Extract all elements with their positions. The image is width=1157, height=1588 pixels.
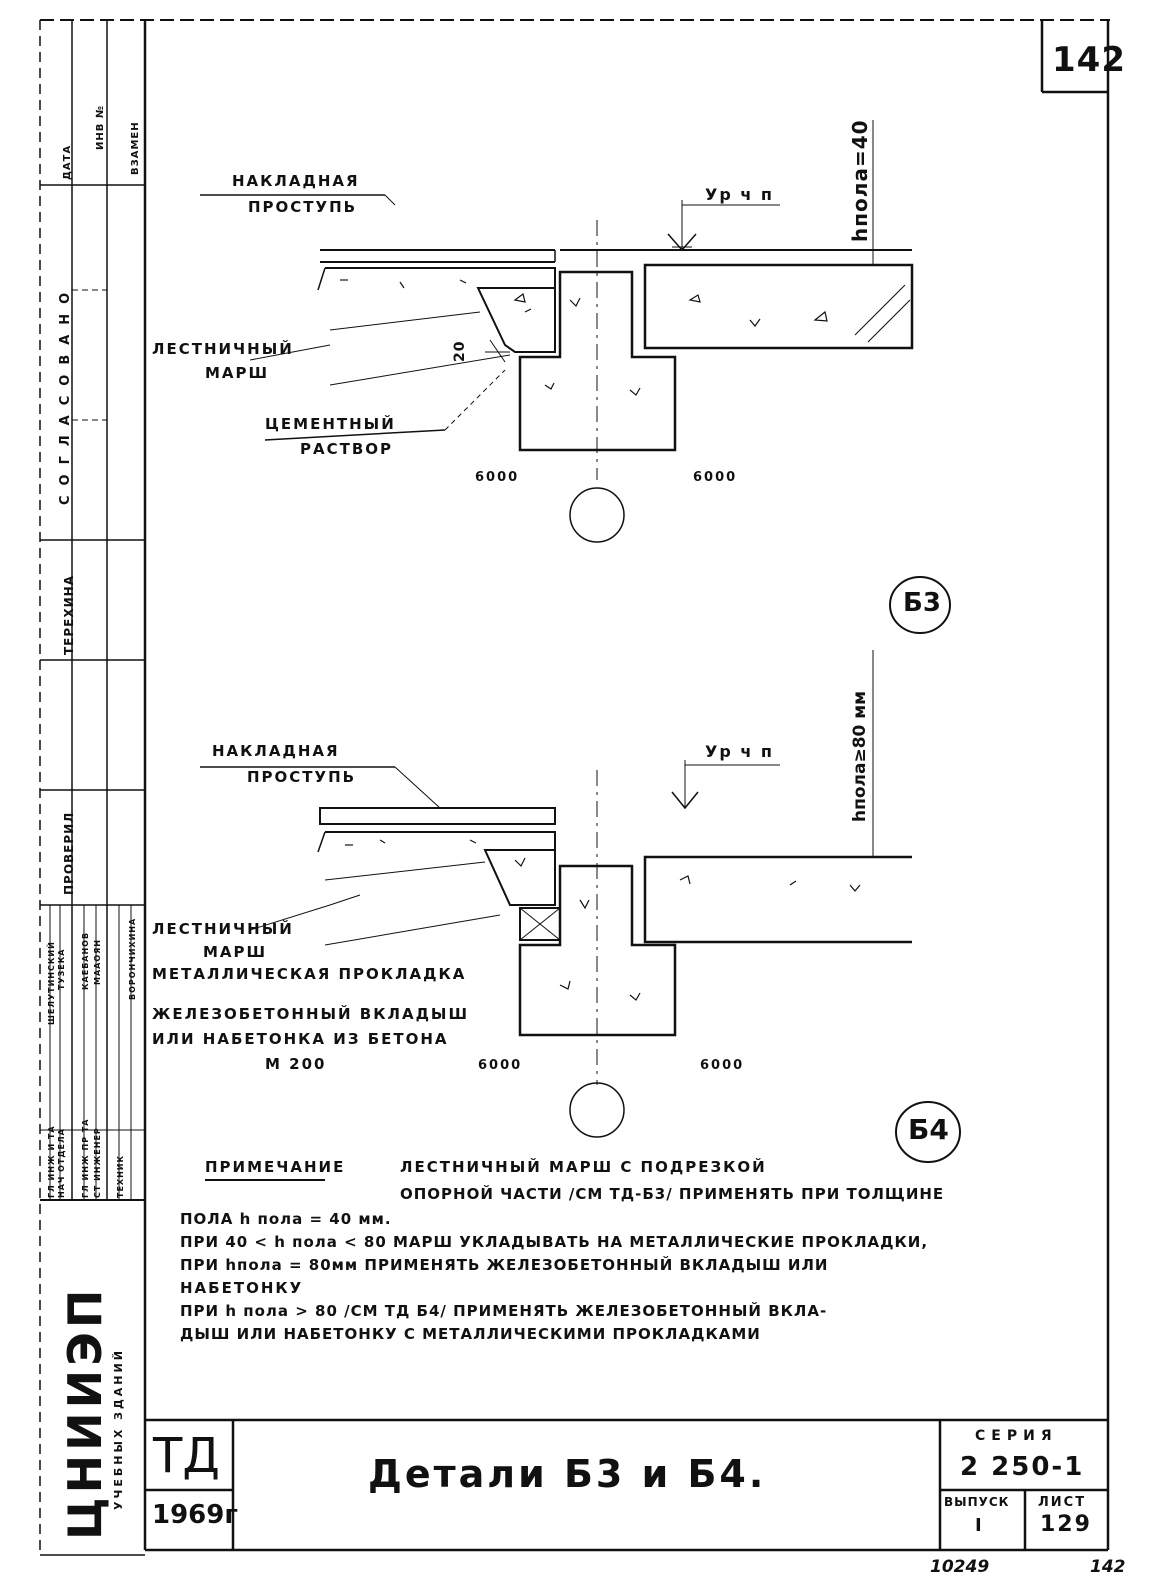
signer-name-5: ВОРОНЧИХИНА	[128, 917, 137, 1000]
b3-dimension-20: 20	[452, 340, 468, 362]
role-dept-head: НАЧ ОТДЕЛА	[57, 1128, 66, 1198]
section-label-checked: ПРОВЕРИЛ	[62, 811, 76, 895]
b3-grade-left: 6000	[475, 470, 520, 485]
b3-overlay-label: НАКЛАДНАЯ	[232, 172, 360, 190]
section-label-approved: СОГЛАСОВАНО	[58, 282, 73, 505]
sheet-frame	[39, 19, 1110, 1556]
b4-stair-label: ЛЕСТНИЧНЫЙ	[152, 920, 294, 938]
b4-overlay-label-2: ПРОСТУПЬ	[247, 768, 357, 786]
b4-floor-height-label: hпола≥80 мм	[850, 690, 870, 822]
institute-subtitle: УЧЕБНЫХ ЗДАНИЙ	[112, 1348, 125, 1510]
role-chief-engineer: ГЛ ИНЖ И ТА	[47, 1125, 56, 1198]
b4-overlay-label: НАКЛАДНАЯ	[212, 742, 340, 760]
b4-insert-label: ЖЕЛЕЗОБЕТОННЫЙ ВКЛАДЫШ	[152, 1005, 470, 1023]
note-line-2: ОПОРНОЙ ЧАСТИ /СМ ТД-Б3/ ПРИМЕНЯТЬ ПРИ Т…	[400, 1185, 945, 1203]
b4-grade-right: 6000	[700, 1058, 745, 1073]
b4-level-label: Ур ч п	[705, 742, 774, 761]
institute-name: ЦНИИЭП	[58, 1285, 112, 1540]
title-block-td: ТД	[153, 1428, 220, 1484]
sheet-label: ЛИСТ	[1038, 1495, 1087, 1510]
sheet-number-box	[1040, 20, 1108, 94]
column-header-replaces: ВЗАМЕН	[130, 121, 141, 175]
note-line-1: ЛЕСТНИЧНЫЙ МАРШ С ПОДРЕЗКОЙ	[400, 1158, 767, 1176]
left-strip-lines	[40, 20, 145, 1201]
b3-floor-height-label: hпола=40	[848, 119, 872, 242]
footer-sheet-number: 142	[1090, 1557, 1126, 1577]
sheet-value: 129	[1040, 1512, 1092, 1537]
footer-archive-number: 10249	[930, 1557, 990, 1577]
role-project-engineer: ГЛ ИНЖ ПР ТА	[81, 1118, 90, 1199]
series-label: СЕРИЯ	[975, 1428, 1058, 1444]
role-technician: ТЕХНИК	[116, 1154, 125, 1198]
b3-overlay-label-2: ПРОСТУПЬ	[248, 198, 358, 216]
b3-stair-label-2: МАРШ	[205, 364, 270, 382]
series-value: 2 250-1	[960, 1452, 1085, 1482]
signer-name-1: ШЕЛУТИНСКИЙ	[47, 941, 56, 1025]
b4-insert-label-3: М 200	[265, 1055, 327, 1073]
b4-grade-left: 6000	[478, 1058, 523, 1073]
b4-insert-label-2: ИЛИ НАБЕТОНКА ИЗ БЕТОНА	[152, 1030, 449, 1048]
b3-mortar-label-2: РАСТВОР	[300, 440, 394, 458]
sheet-number: 142	[1052, 40, 1126, 80]
detail-b3-drawing	[200, 120, 951, 634]
b3-callout: Б3	[903, 588, 941, 618]
note-line-8: ДЫШ ИЛИ НАБЕТОНКУ С МЕТАЛЛИЧЕСКИМИ ПРОКЛ…	[180, 1325, 761, 1343]
b4-callout: Б4	[908, 1113, 949, 1146]
column-header-inventory: ИНВ №	[95, 105, 106, 150]
note-line-3: ПОЛА h пола = 40 мм.	[180, 1210, 392, 1228]
section-label-terekhina: ТЕРЕХИНА	[62, 575, 76, 655]
note-line-5: ПРИ hпола = 80мм ПРИМЕНЯТЬ ЖЕЛЕЗОБЕТОННЫ…	[180, 1256, 829, 1274]
b3-mortar-label: ЦЕМЕНТНЫЙ	[265, 415, 396, 433]
b4-stair-label-2: МАРШ	[203, 943, 268, 961]
note-line-6: НАБЕТОНКУ	[180, 1279, 304, 1297]
drawing-title: Детали Б3 и Б4.	[368, 1452, 767, 1496]
b4-metal-shim-label: МЕТАЛЛИЧЕСКАЯ ПРОКЛАДКА	[152, 965, 467, 983]
title-block-year: 1969г	[152, 1500, 238, 1530]
b3-stair-label: ЛЕСТНИЧНЫЙ	[152, 340, 294, 358]
signer-name-4: МААОЯН	[93, 939, 102, 985]
signer-name-3: КАЕБАНОВ	[81, 931, 90, 990]
signer-name-2: ТУЗЕКА	[57, 948, 66, 990]
detail-b4-drawing	[200, 650, 961, 1163]
note-line-7: ПРИ h пола > 80 /СМ ТД Б4/ ПРИМЕНЯТЬ ЖЕЛ…	[180, 1302, 828, 1320]
issue-value: I	[975, 1515, 984, 1536]
role-senior-engineer: СТ ИНЖЕНЕР	[93, 1127, 102, 1198]
note-title: ПРИМЕЧАНИЕ	[205, 1158, 346, 1176]
column-header-date: ДАТА	[62, 144, 73, 180]
note-line-4: ПРИ 40 < h пола < 80 МАРШ УКЛАДЫВАТЬ НА …	[180, 1233, 929, 1251]
b3-grade-right: 6000	[693, 470, 738, 485]
title-block-lines	[145, 1418, 1108, 1550]
b3-level-label: Ур ч п	[705, 185, 774, 204]
issue-label: ВЫПУСК	[944, 1495, 1010, 1509]
